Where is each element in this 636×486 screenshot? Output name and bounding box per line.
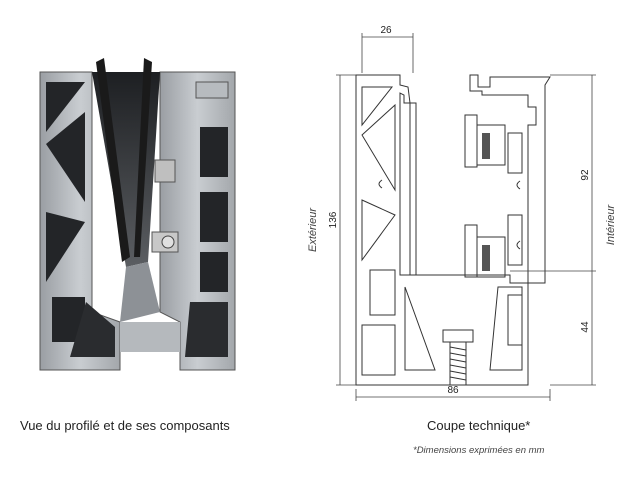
technical-drawing: 26 86 136 92 44 Extérieur Intérieur: [300, 15, 630, 405]
caption-technical-section: Coupe technique*: [427, 418, 531, 433]
profile-photo-illustration: [39, 58, 236, 371]
dim-bottom-width: 86: [447, 385, 459, 396]
label-exterior: Extérieur: [307, 207, 319, 252]
dimensions-note: *Dimensions exprimées en mm: [413, 445, 545, 456]
dim-total-height: 136: [328, 211, 339, 228]
cross-section-diagram: 26 86 136 92 44 Extérieur Intérieur: [307, 25, 617, 401]
dim-upper-height: 92: [580, 169, 591, 181]
dim-lower-height: 44: [580, 321, 591, 333]
dim-top-width: 26: [380, 25, 392, 36]
label-interior: Intérieur: [605, 203, 617, 245]
profile-photo: [30, 52, 245, 377]
caption-profile-view: Vue du profilé et de ses composants: [20, 418, 230, 433]
